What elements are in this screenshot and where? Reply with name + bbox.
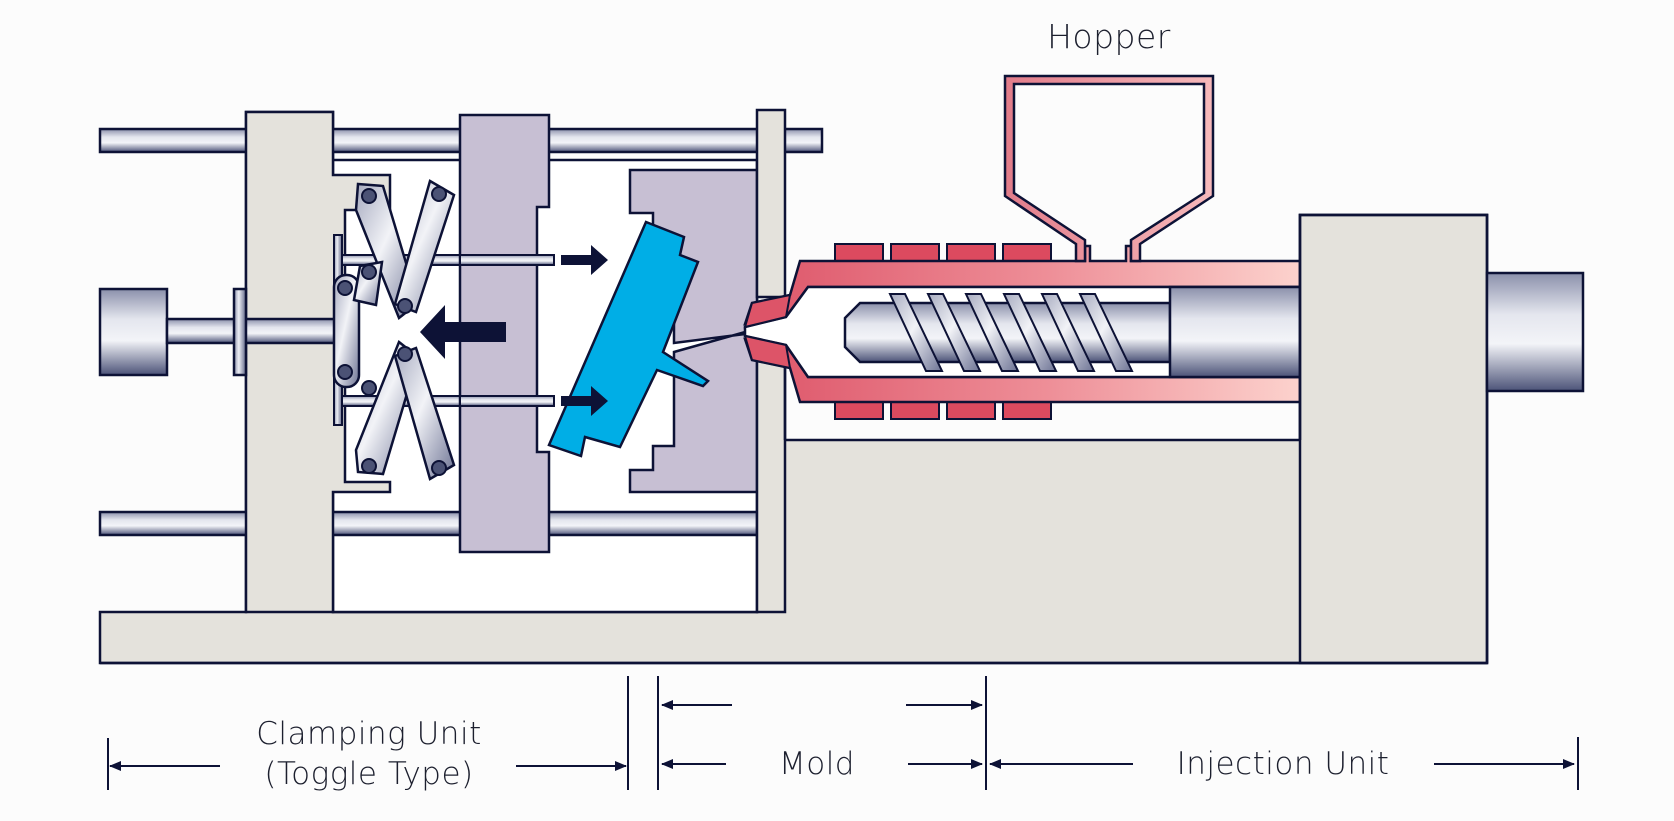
clamping-unit-type-label: (Toggle Type) [264,756,473,792]
tie-bar-bottom [98,510,759,537]
rod-flange [232,287,248,377]
drive-motor [1485,271,1585,393]
clamping-unit-label: Clamping Unit [256,716,481,752]
screw-flights [888,293,1134,372]
heater-bands [834,243,1052,420]
ejector-rod-top-through [459,254,555,266]
hopper [1003,74,1215,263]
mold-dimension: Mold [657,676,987,790]
screw-ram [1168,285,1302,379]
eject-arrow-bottom [561,386,608,416]
mold-label: Mold [779,746,855,782]
toggle-pins [337,186,447,476]
eject-arrow-top [561,245,608,275]
stationary-platen-lower [755,354,787,614]
nozzle [743,293,792,370]
injection-unit-label: Injection Unit [1177,746,1390,782]
injection-unit-dimension: Injection Unit [989,737,1579,790]
injection-unit [743,74,1585,665]
cylinder-body [98,287,169,377]
piston-rod [165,317,349,345]
screw [843,285,1302,379]
clamping-unit-dimension: Clamping Unit (Toggle Type) [107,676,629,792]
stationary-platen [755,108,787,299]
clamp-direction-arrow [420,305,506,359]
toggle-links [332,179,456,481]
rear-platen [244,110,392,614]
drive-unit-housing [1298,213,1489,665]
hopper-label: Hopper [1047,17,1171,56]
crosshead [332,273,361,389]
drive-unit-outline [1298,213,1489,663]
ejector-rod-bottom-through [459,395,555,407]
